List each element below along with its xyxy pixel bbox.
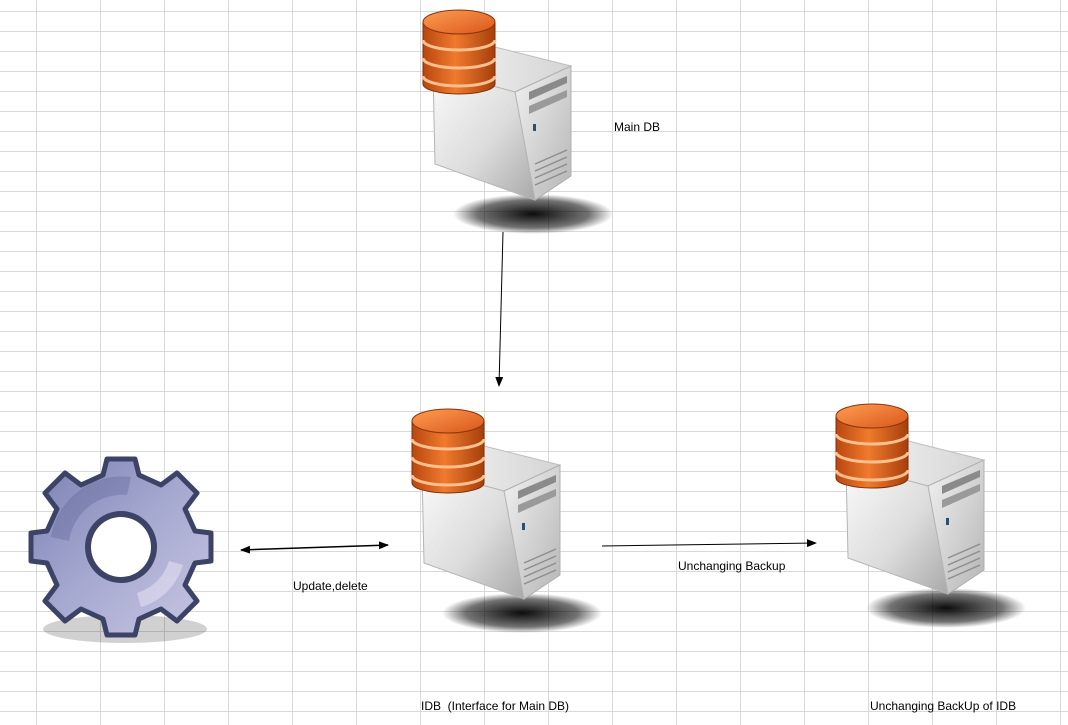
- main-db-server-icon: [421, 8, 615, 236]
- gear-icon: [28, 456, 214, 643]
- edge-idb-to-backup: [601, 539, 817, 548]
- idb-server-icon: [410, 407, 604, 635]
- edge-main-to-idb: [495, 231, 504, 387]
- main-db-label: Main DB: [614, 120, 661, 134]
- update-delete-label: Update,delete: [293, 579, 368, 593]
- backup-label: Unchanging BackUp of IDB: [870, 699, 1017, 713]
- idb-label: IDB (Interface for Main DB): [421, 699, 570, 713]
- edge-gear-idb: [240, 541, 389, 554]
- unchanging-backup-edge-label: Unchanging Backup: [678, 559, 786, 573]
- backup-server-icon: [834, 402, 1028, 630]
